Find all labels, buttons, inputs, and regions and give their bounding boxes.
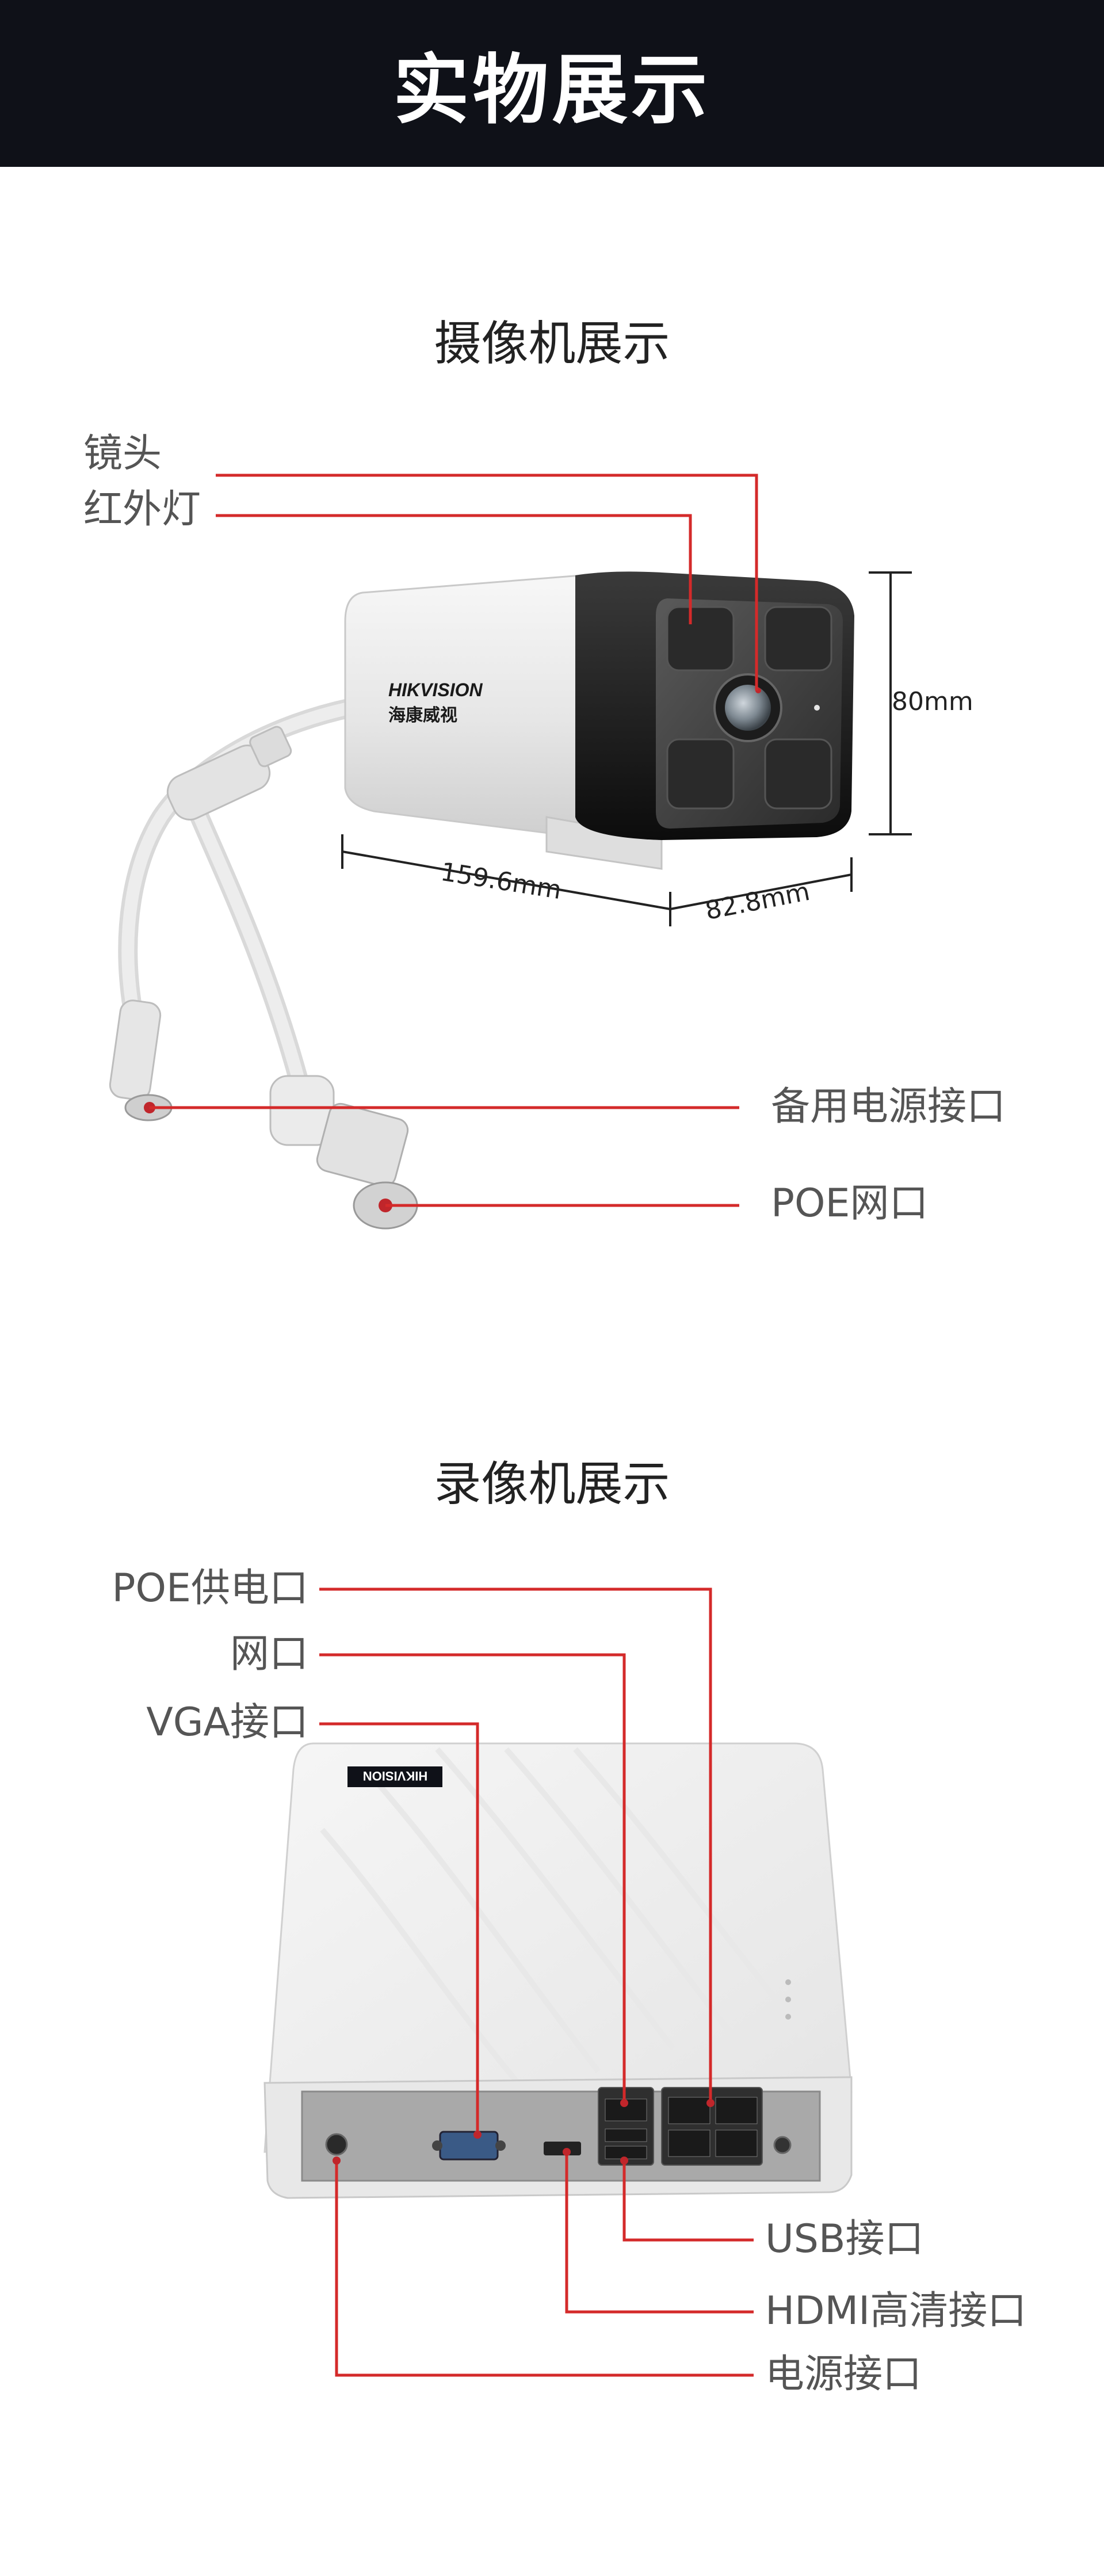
svg-text:HIKVISION: HIKVISION xyxy=(388,680,483,700)
vga-port-label: VGA接口 xyxy=(146,1700,308,1745)
backup-power-connector xyxy=(109,999,173,1121)
camera-body xyxy=(344,571,854,870)
callout-dots xyxy=(333,2099,715,2165)
ir-light-label: 红外灯 xyxy=(83,487,201,532)
poe-power-port-label: POE供电口 xyxy=(112,1566,309,1611)
svg-text:海康威视: 海康威视 xyxy=(388,705,457,726)
camera-callout-lines xyxy=(150,474,758,1207)
camera-brand-logo: HIKVISION 海康威视 xyxy=(388,680,483,726)
svg-text:HIKVISION: HIKVISION xyxy=(363,1769,427,1783)
header-banner: 实物展示 xyxy=(0,0,1104,167)
power-port-label: 电源接口 xyxy=(765,2352,922,2397)
nvr-callout-lines xyxy=(319,1587,754,2377)
dimension-height: 80mm xyxy=(892,687,973,716)
hdmi-port-label: HDMI高清接口 xyxy=(765,2288,1027,2334)
cable-splitter xyxy=(166,726,292,820)
poe-port-label: POE网口 xyxy=(771,1181,929,1226)
nvr-section-title: 录像机展示 xyxy=(434,1457,670,1512)
camera-section-title: 摄像机展示 xyxy=(434,316,670,371)
nvr-device: HIKVISION xyxy=(263,1742,853,2199)
page-title: 实物展示 xyxy=(393,45,711,135)
usb-port-label: USB接口 xyxy=(765,2216,924,2262)
poe-connector xyxy=(269,1075,418,1230)
lens-label: 镜头 xyxy=(83,431,162,476)
network-port-label: 网口 xyxy=(230,1631,308,1677)
dimension-lines xyxy=(341,571,912,926)
backup-power-label: 备用电源接口 xyxy=(771,1084,1006,1129)
